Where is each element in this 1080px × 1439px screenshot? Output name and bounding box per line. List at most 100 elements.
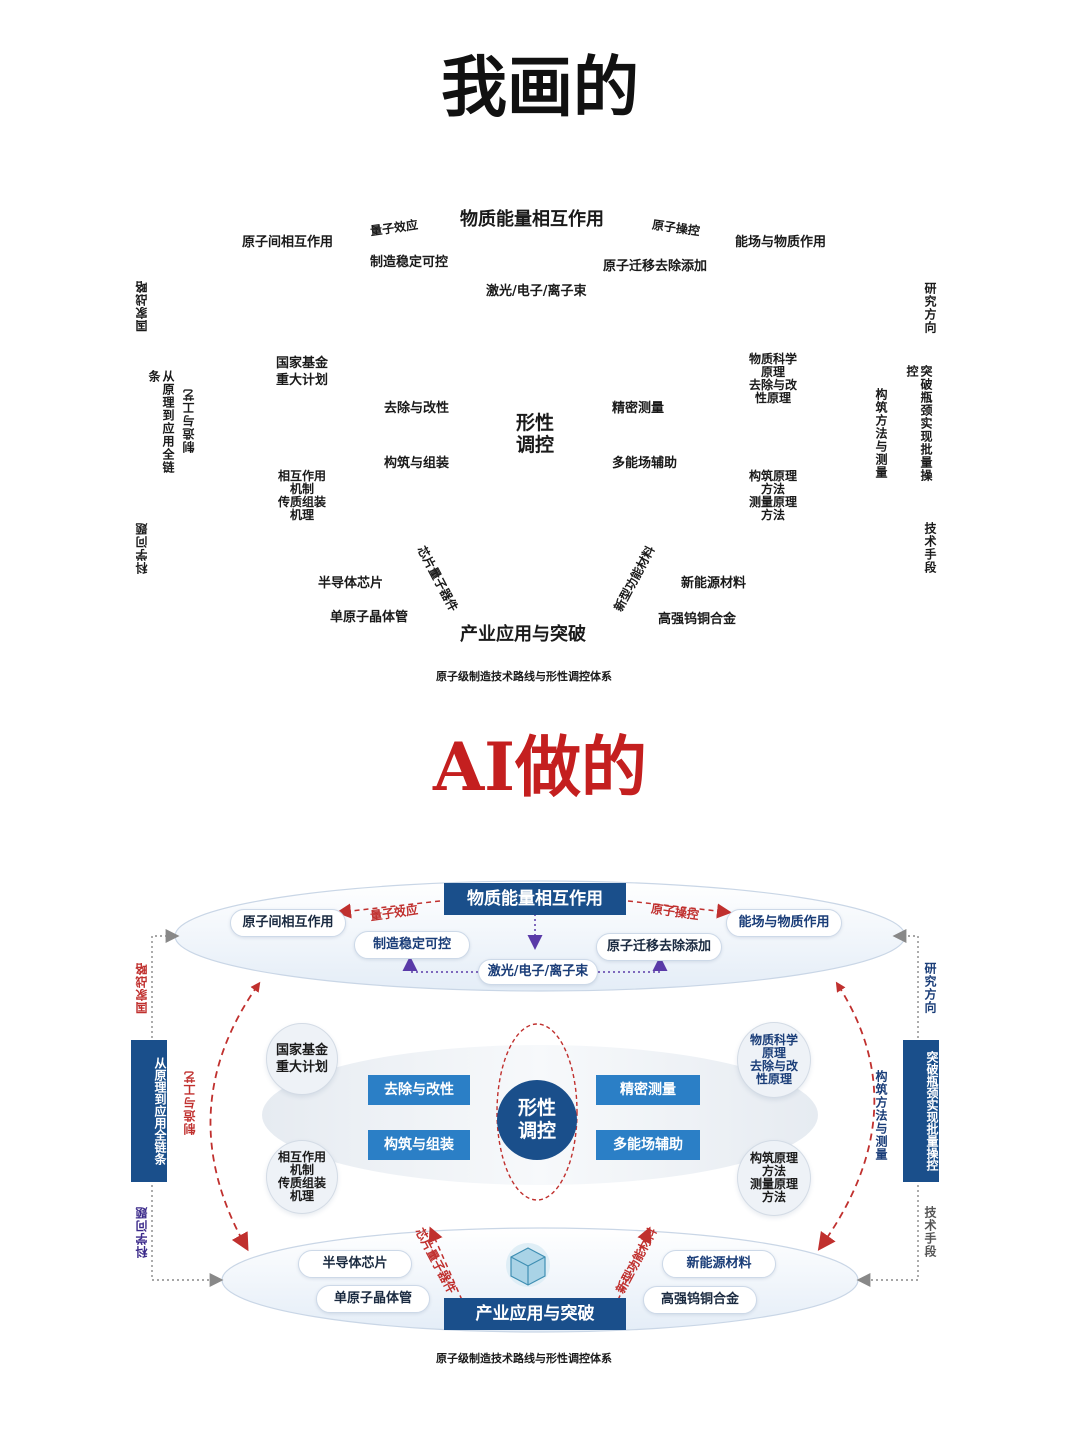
right-arc-arrow xyxy=(817,984,876,1251)
sketch-single-atom: 单原子晶体管 xyxy=(330,610,409,625)
sketch-sci-l3: 去除与改 xyxy=(748,378,797,392)
left-arc-arrow xyxy=(209,984,259,1252)
sketch-mechanism: 相互作用 机制 传质组装 机理 xyxy=(262,470,342,522)
sketch-stable-control: 制造稳定可控 xyxy=(370,255,449,270)
stable-control-pill: 制造稳定可控 xyxy=(354,931,470,959)
tech-means-label: 技术手段 xyxy=(923,1206,937,1258)
sketch-chip-quantum: 芯片量子器件 xyxy=(414,543,461,614)
sketch-atom-manip: 原子操控 xyxy=(651,217,701,239)
sketch-new-functional: 新型功能材料 xyxy=(611,543,658,614)
build-l1: 构筑原理 xyxy=(749,1151,798,1165)
sketch-research-direction: 研究方向 xyxy=(923,282,937,334)
mechanism-circle: 相互作用 机制 传质组装 机理 xyxy=(266,1140,338,1214)
sketch-build-l2: 方法 xyxy=(760,482,785,496)
top-banner: 物质能量相互作用 xyxy=(444,883,626,915)
single-atom-pill: 单原子晶体管 xyxy=(316,1285,430,1313)
sketch-multi-field: 多能场辅助 xyxy=(612,456,678,471)
core-line2: 调控 xyxy=(517,1120,556,1142)
beam-pill: 激光/电子/离子束 xyxy=(478,959,598,985)
national-strategy-label: 国家战略 xyxy=(135,962,149,1014)
build-measure-label: 构筑方法与测量 xyxy=(874,1070,888,1161)
sketch-build-l3: 测量原理 xyxy=(748,495,797,509)
sketch-quantum-effect: 量子效应 xyxy=(369,217,419,239)
sketch-tech-means: 技术手段 xyxy=(923,522,937,574)
caption: 原子级制造技术路线与形性调控体系 xyxy=(436,1352,612,1365)
sketch-core-line2: 调控 xyxy=(515,434,554,456)
heading-ai: AI做的 xyxy=(432,728,648,806)
sketch-mech-l1: 相互作用 xyxy=(277,469,326,483)
sketch-core-line1: 形性 xyxy=(515,412,554,434)
chain-sidebar: 从原理到应用全链条 xyxy=(131,1040,167,1182)
sketch-precise-measure: 精密测量 xyxy=(612,401,665,416)
science-problem-label: 科学问题 xyxy=(135,1206,149,1258)
sketch-mech-l2: 机制 xyxy=(289,482,314,496)
atom-interaction-pill: 原子间相互作用 xyxy=(230,909,346,937)
semiconductor-pill: 半导体芯片 xyxy=(298,1250,412,1278)
core-line1: 形性 xyxy=(517,1097,556,1119)
sketch-mech-l4: 机理 xyxy=(289,508,314,522)
left-bottom-connector xyxy=(151,1180,224,1287)
sketch-build: 构筑原理 方法 测量原理 方法 xyxy=(733,470,813,522)
multi-field-box: 多能场辅助 xyxy=(596,1130,700,1160)
fund-circle: 国家基金 重大计划 xyxy=(266,1023,338,1095)
right-top-connector xyxy=(892,929,919,1038)
mech-l2: 机制 xyxy=(289,1163,314,1177)
mech-l3: 传质组装 xyxy=(277,1176,326,1190)
sketch-build-assemble: 构筑与组装 xyxy=(384,456,450,471)
sketch-beam: 激光/电子/离子束 xyxy=(486,284,587,299)
new-energy-pill: 新能源材料 xyxy=(662,1250,776,1278)
sci-l1: 物质科学 xyxy=(749,1033,798,1047)
breakthrough-sidebar: 突破瓶颈实现批量操控 xyxy=(903,1040,939,1182)
cube-icon xyxy=(506,1243,550,1287)
research-direction-label: 研究方向 xyxy=(923,962,937,1014)
sketch-new-energy: 新能源材料 xyxy=(681,576,747,591)
sketch-build-l1: 构筑原理 xyxy=(748,469,797,483)
chip-quantum-arrow xyxy=(428,1226,463,1301)
sketch-core: 形性 调控 xyxy=(505,412,565,456)
mech-l1: 相互作用 xyxy=(277,1150,326,1164)
sketch-breakthrough: 突破瓶颈实现批量操控 xyxy=(905,365,933,482)
sci-l3: 去除与改 xyxy=(749,1059,798,1073)
core-dashed-ellipse xyxy=(496,1023,578,1201)
sketch-mech-l3: 传质组装 xyxy=(277,495,326,509)
build-l2: 方法 xyxy=(761,1164,786,1178)
sketch-national-strategy: 国家战略 xyxy=(135,280,149,332)
remove-modify-box: 去除与改性 xyxy=(368,1075,470,1105)
sketch-sci-l1: 物质科学 xyxy=(748,352,797,366)
sketch-sci-l2: 原理 xyxy=(760,365,785,379)
sketch-science-problem: 科学问题 xyxy=(135,522,149,574)
sci-l2: 原理 xyxy=(761,1046,786,1060)
build-l3: 测量原理 xyxy=(749,1177,798,1191)
sketch-build-l4: 方法 xyxy=(760,508,785,522)
sketch-field-matter: 能场与物质作用 xyxy=(735,235,827,250)
beam-right-purple-arrow xyxy=(598,956,668,973)
sketch-caption: 原子级制造技术路线与形性调控体系 xyxy=(436,670,612,683)
sketch-sci-l4: 性原理 xyxy=(754,391,791,405)
mech-l4: 机理 xyxy=(289,1189,314,1203)
top-right-red-arrow xyxy=(627,900,732,919)
fund-l1: 国家基金 xyxy=(275,1043,328,1058)
build-assemble-box: 构筑与组装 xyxy=(368,1130,470,1160)
sketch-chain: 从原理到应用全链条 xyxy=(147,370,175,474)
sketch-atom-interaction: 原子间相互作用 xyxy=(242,235,334,250)
sketch-remove-modify: 去除与改性 xyxy=(384,401,450,416)
left-arc-arrow-top xyxy=(250,981,261,993)
science-circle: 物质科学 原理 去除与改 性原理 xyxy=(737,1022,811,1098)
right-arc-arrow-top xyxy=(835,981,846,993)
manufacture-label: 制造与工艺 xyxy=(183,1070,197,1135)
migration-pill: 原子迁移去除添加 xyxy=(596,933,722,961)
sketch-migration: 原子迁移去除添加 xyxy=(603,259,708,274)
top-left-red-arrow xyxy=(336,900,441,919)
build-l4: 方法 xyxy=(761,1190,786,1204)
bottom-banner: 产业应用与突破 xyxy=(444,1298,626,1330)
alloy-pill: 高强钨铜合金 xyxy=(643,1286,757,1314)
sketch-fund: 国家基金 重大计划 xyxy=(262,355,342,389)
precise-measure-box: 精密测量 xyxy=(596,1075,700,1105)
sketch-top-banner: 物质能量相互作用 xyxy=(460,209,604,230)
sketch-bottom-banner: 产业应用与突破 xyxy=(460,624,586,645)
sketch-build-measure: 构筑方法与测量 xyxy=(874,388,888,479)
sketch-science: 物质科学 原理 去除与改 性原理 xyxy=(733,353,813,405)
heading-mine: 我画的 xyxy=(441,48,639,126)
field-matter-pill: 能场与物质作用 xyxy=(726,909,842,937)
fund-l2: 重大计划 xyxy=(275,1060,328,1075)
